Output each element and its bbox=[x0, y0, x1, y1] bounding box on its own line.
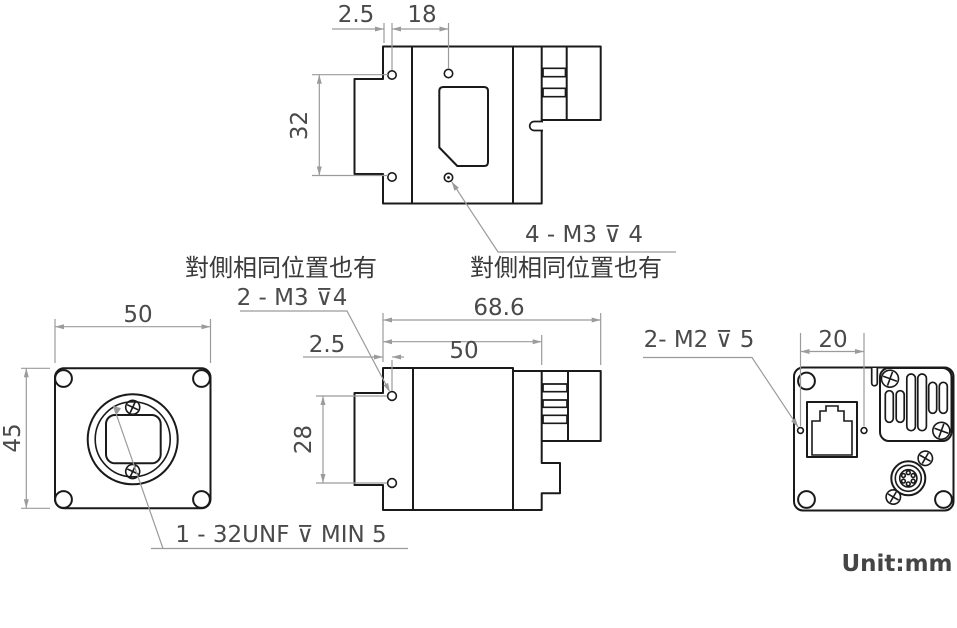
phillips-screw-icon bbox=[880, 369, 900, 389]
leader-line bbox=[112, 405, 164, 549]
vent-slot bbox=[905, 373, 917, 432]
phillips-screw-icon bbox=[917, 450, 934, 467]
dim-label-side-2-5: 2.5 bbox=[309, 332, 346, 358]
phillips-screw-icon bbox=[124, 399, 141, 416]
camera-back-view bbox=[793, 366, 955, 512]
dimension-linework bbox=[21, 23, 865, 550]
leader-line bbox=[643, 356, 799, 428]
corner-screw-hole bbox=[54, 369, 73, 388]
thread-label-side-m3: 2 - M3 ⊽4 bbox=[237, 285, 348, 311]
rj45-port bbox=[806, 401, 858, 458]
side-view-outline bbox=[353, 367, 602, 511]
m2-screw-hole bbox=[860, 426, 868, 435]
thread-label-top-m3: 4 - M3 ⊽ 4 bbox=[525, 222, 643, 248]
mounting-hole bbox=[386, 172, 397, 183]
phillips-screw-icon bbox=[931, 421, 951, 441]
mounting-hole bbox=[386, 390, 398, 402]
lens-mount-ring-inner bbox=[94, 400, 171, 478]
note-opposite-side-side: 對側相同位置也有 bbox=[185, 254, 377, 282]
dim-label-front-50: 50 bbox=[123, 302, 152, 328]
vent-slot bbox=[927, 381, 938, 415]
power-connector bbox=[890, 460, 927, 497]
dim-label-side-28: 28 bbox=[291, 425, 317, 454]
mounting-hole bbox=[443, 68, 454, 79]
vent-slot bbox=[895, 389, 906, 424]
mounting-hole bbox=[386, 477, 398, 489]
heatsink-fin-slot bbox=[542, 399, 568, 409]
thread-label-front-unf: 1 - 32UNF ⊽ MIN 5 bbox=[175, 522, 386, 548]
dim-label-side-50: 50 bbox=[449, 338, 478, 364]
dim-label-top-18: 18 bbox=[407, 2, 436, 28]
note-opposite-side-top: 對側相同位置也有 bbox=[470, 254, 662, 282]
dimension-labels: 2.5 18 32 4 - M3 ⊽ 4 對側相同位置也有 對側相同位置也有 2… bbox=[0, 2, 953, 577]
dim-label-back-20: 20 bbox=[818, 327, 847, 353]
dim-label-front-45: 45 bbox=[0, 423, 26, 452]
unit-label: Unit:mm bbox=[841, 551, 952, 577]
vent-slot bbox=[916, 373, 928, 432]
connector-pins bbox=[900, 469, 916, 487]
heatsink-fin-slot bbox=[542, 67, 567, 78]
camera-side-view bbox=[353, 367, 602, 511]
camera-front-view bbox=[54, 367, 212, 510]
dim-label-side-68-6: 68.6 bbox=[473, 295, 524, 321]
corner-screw-hole bbox=[192, 369, 211, 388]
latch-notch bbox=[528, 120, 543, 132]
phillips-screw-icon bbox=[885, 489, 902, 505]
corner-screw-hole bbox=[934, 490, 953, 509]
dim-label-top-32: 32 bbox=[287, 111, 313, 140]
heatsink-fin-slot bbox=[542, 87, 567, 98]
dim-label-top-2-5: 2.5 bbox=[338, 2, 375, 28]
heatsink-fin-slot bbox=[542, 383, 568, 393]
corner-screw-hole bbox=[797, 490, 816, 509]
heatsink-fin-slot bbox=[542, 414, 568, 425]
latch-notch bbox=[870, 368, 879, 387]
corner-screw-hole bbox=[192, 490, 211, 509]
rj45-jack-profile bbox=[811, 405, 853, 456]
thread-label-back-m2: 2- M2 ⊽ 5 bbox=[644, 327, 755, 353]
mounting-hole bbox=[443, 172, 454, 183]
top-cover-recess bbox=[438, 86, 489, 167]
leader-line bbox=[451, 181, 676, 253]
vent-slot bbox=[938, 381, 949, 415]
m2-screw-hole bbox=[796, 426, 805, 435]
corner-screw-hole bbox=[54, 490, 73, 509]
vent-slot bbox=[884, 389, 895, 424]
sensor-window bbox=[105, 414, 162, 465]
corner-screw-hole bbox=[797, 371, 816, 391]
hole-center-mark bbox=[447, 176, 450, 179]
leader-line bbox=[240, 310, 391, 393]
camera-top-view bbox=[353, 45, 602, 205]
